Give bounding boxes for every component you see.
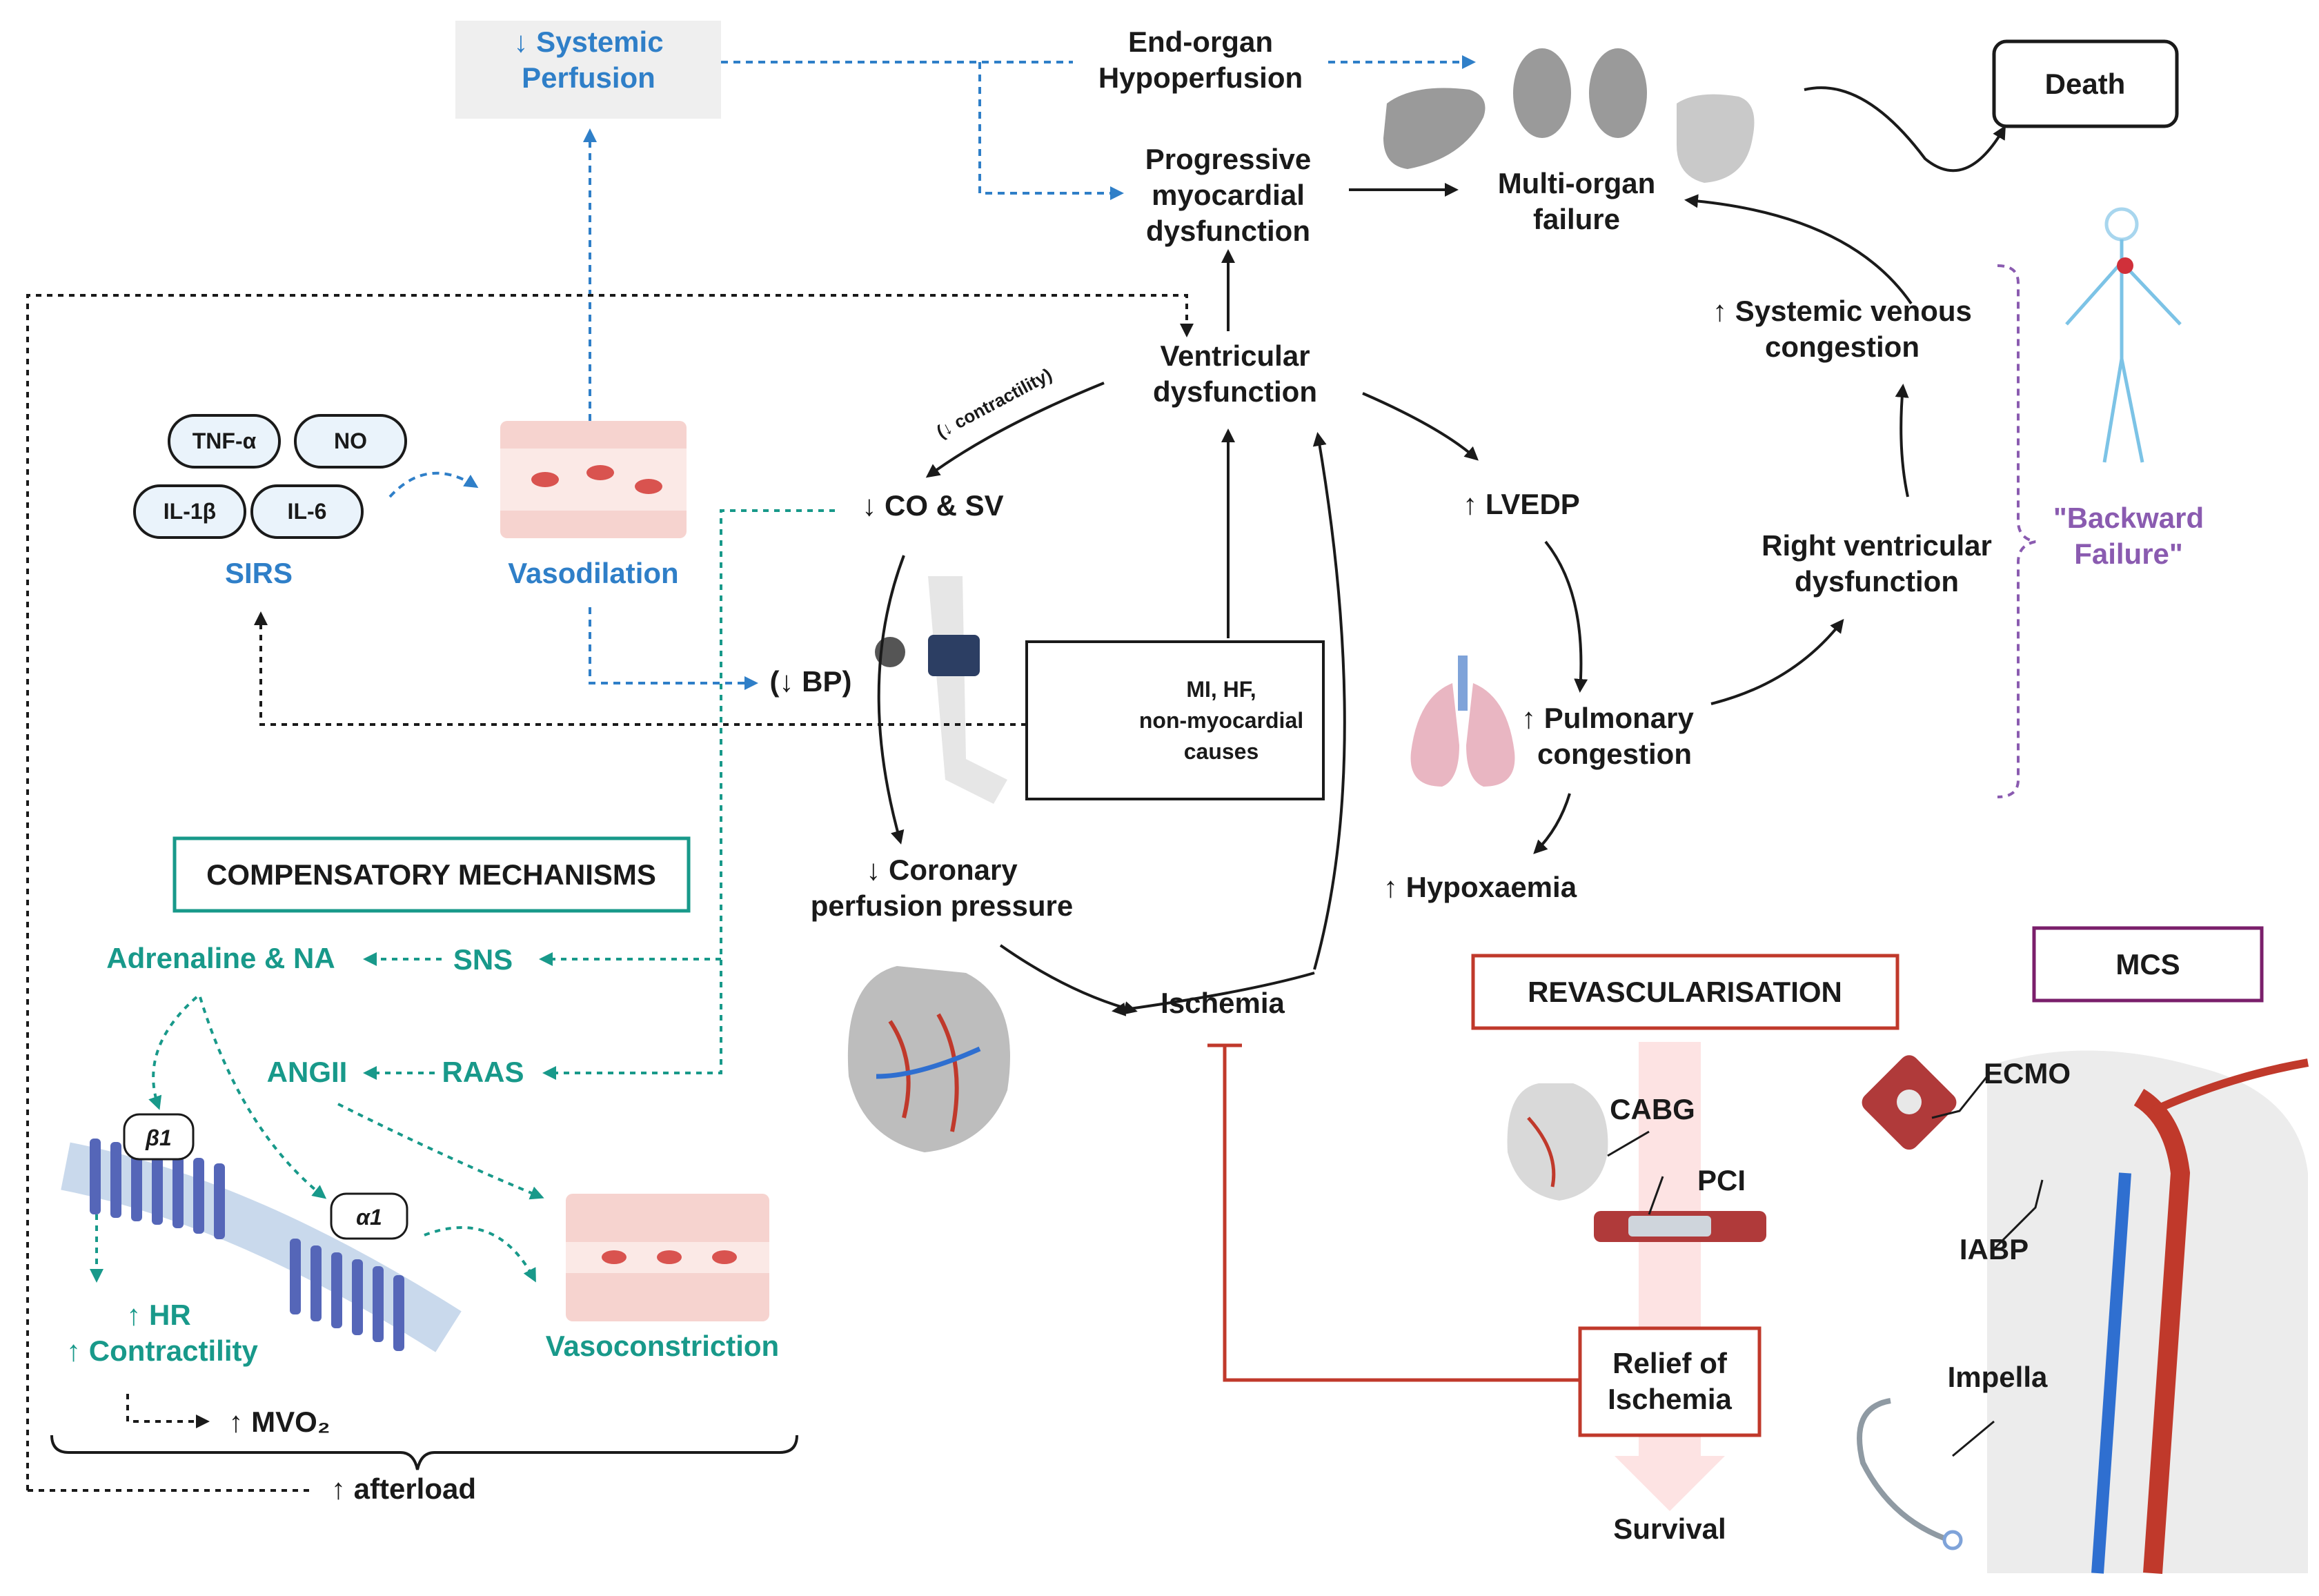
iabp-label: IABP [1960,1233,2029,1265]
death-box [1992,39,2179,128]
vasodilation-vessel-icon [500,421,687,538]
mi-causes-box [1025,640,1325,800]
torso-icon [1987,1050,2309,1574]
teal-dotted-arrows [90,509,835,1283]
co-sv-label: ↓ CO & SV [862,489,1003,522]
angii-label: ANGII [267,1056,348,1088]
impella-label: Impella [1948,1361,2048,1393]
vascular-body-icon [2065,207,2182,463]
kidneys-icon [1513,48,1647,138]
impella-catheter-icon [1857,1398,1963,1550]
lvedp-label: ↑ LVEDP [1463,488,1580,520]
intestine-icon [1677,94,1755,183]
ischemia-label: Ischemia [1161,987,1285,1019]
afterload-label: ↑ afterload [331,1472,476,1505]
no-label: NO [334,428,367,453]
alpha1-label-box [330,1192,408,1240]
afterload-bracket [50,1435,798,1470]
contractility-label: ↑ Contractility [66,1334,258,1367]
alpha1-receptor-icon [290,1239,404,1351]
vasoconstriction-label: Vasoconstriction [546,1330,779,1362]
callout-lines [1607,1076,2044,1457]
mvo2-label: ↑ MVO₂ [229,1406,330,1438]
sns-label: SNS [453,943,513,976]
pci-stent-icon [1594,1211,1766,1242]
cabg-heart-icon [1507,1083,1608,1201]
black-solid-arrows [877,86,2006,1016]
relief-box [1578,1326,1762,1437]
revasc-box [1471,954,1899,1030]
vasoconstriction-vessel-icon [566,1194,769,1321]
tnf-alpha-pill [168,414,281,469]
compensatory-box [172,836,691,913]
coronary-heart-icon [847,966,1010,1152]
tnf-alpha-label: TNF-α [193,428,257,453]
pci-label: PCI [1697,1164,1746,1196]
compensatory-label: COMPENSATORY MECHANISMS [206,858,656,891]
il6-label: IL-6 [288,499,327,524]
revasc-label: REVASCULARISATION [1528,976,1842,1008]
mcs-label: MCS [2115,948,2180,981]
beta1-label-box [123,1113,195,1161]
revasc-flow-arrow [1615,1042,1725,1511]
death-label: Death [2045,68,2126,100]
adrenaline-label: Adrenaline & NA [106,942,335,974]
red-inhibition-line [1207,1043,1580,1382]
backward-failure-bracket [1997,264,2036,798]
contractility-note: (↓ contractility) [933,364,1055,442]
bp-cuff-arm-icon [875,576,1007,804]
alpha1-label: α1 [356,1205,382,1230]
hypoxaemia-label: ↑ Hypoxaemia [1383,871,1577,903]
ecmo-device-icon [1862,1055,1957,1150]
cabg-label: CABG [1610,1093,1695,1125]
sirs-label: SIRS [225,557,293,589]
beta1-receptor-icon [90,1139,225,1239]
no-pill [294,414,407,469]
blue-dotted-arrows [388,55,1476,690]
liver-icon [1383,88,1486,169]
ecmo-label: ECMO [1984,1057,2071,1090]
mcs-box [2032,926,2264,1003]
il1b-label: IL-1β [164,499,216,524]
il1b-pill [133,484,246,539]
cell-membrane-icon [61,1142,462,1352]
bp-label: (↓ BP) [770,665,852,698]
systemic-perfusion-box [455,21,721,119]
survival-label: Survival [1613,1513,1726,1545]
il6-pill [250,484,364,539]
vasodilation-label: Vasodilation [508,557,678,589]
black-dotted-arrows [26,294,1194,1492]
beta1-label: β1 [145,1125,172,1150]
hr-label: ↑ HR [126,1299,190,1331]
lungs-icon [1410,656,1515,787]
raas-label: RAAS [442,1056,524,1088]
